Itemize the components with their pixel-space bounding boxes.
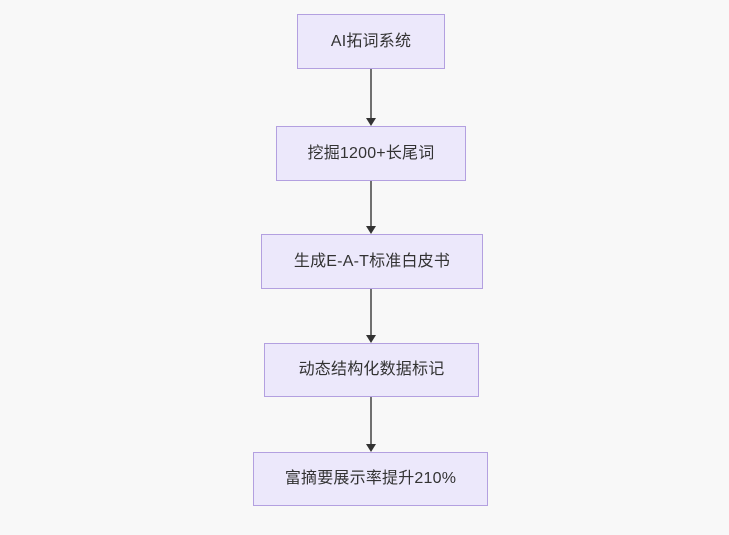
flow-node-label: 动态结构化数据标记 <box>298 361 445 379</box>
flow-node-generate-eat-whitepaper[interactable]: 生成E-A-T标准白皮书 <box>261 234 483 289</box>
arrow-head-icon <box>366 118 376 126</box>
flow-node-label: 富摘要展示率提升210% <box>284 470 457 488</box>
flow-node-label: 挖掘1200+长尾词 <box>307 144 435 162</box>
flow-node-ai-keyword-system[interactable]: AI拓词系统 <box>297 14 445 69</box>
arrow-head-icon <box>366 335 376 343</box>
flow-node-label: 生成E-A-T标准白皮书 <box>293 252 451 270</box>
edge-line <box>370 397 372 445</box>
flow-node-mine-longtail-keywords[interactable]: 挖掘1200+长尾词 <box>276 126 466 181</box>
edge-line <box>370 181 372 227</box>
flow-node-label: AI拓词系统 <box>330 32 412 50</box>
arrow-head-icon <box>366 444 376 452</box>
flow-node-rich-snippet-impression-uplift[interactable]: 富摘要展示率提升210% <box>253 452 488 506</box>
edge-line <box>370 289 372 336</box>
edge-line <box>370 69 372 119</box>
arrow-head-icon <box>366 226 376 234</box>
flow-node-dynamic-structured-data-markup[interactable]: 动态结构化数据标记 <box>264 343 479 397</box>
